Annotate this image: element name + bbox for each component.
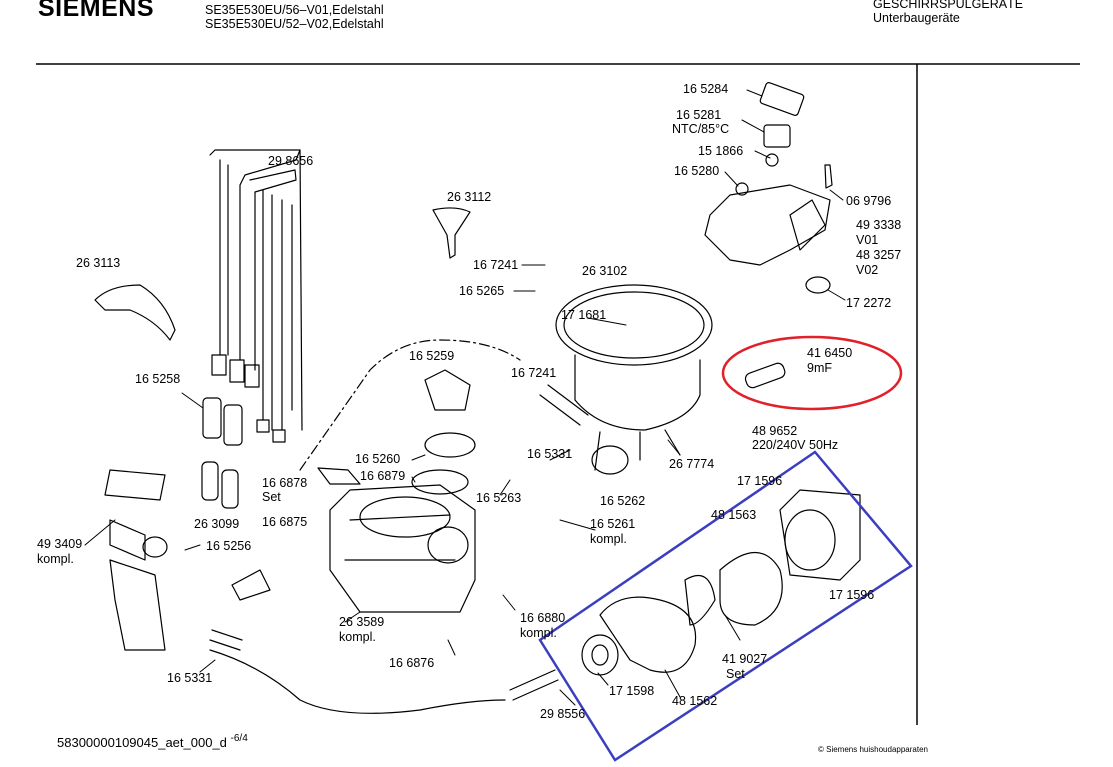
part-label: 220/240V 50Hz — [752, 438, 839, 452]
part-label: 29 8656 — [268, 154, 314, 168]
page-number: -6/4 — [230, 733, 248, 744]
part-label: 48 1563 — [711, 508, 757, 522]
tub-outline — [299, 339, 521, 471]
part-label: Set — [726, 667, 745, 681]
part-label: kompl. — [520, 626, 557, 640]
part-label: 16 5258 — [135, 372, 181, 386]
part-label: 16 6879 — [360, 469, 406, 483]
part-label: 06 9796 — [846, 194, 892, 208]
category: GESCHIRRSPÜLGERÄTE Unterbaugeräte — [873, 0, 1023, 25]
part-label: 26 3112 — [447, 190, 492, 204]
part-label: 17 1596 — [737, 474, 783, 488]
part-label: 16 7241 — [511, 366, 557, 380]
part-label: 16 7241 — [473, 258, 519, 272]
part-label: V01 — [856, 233, 879, 247]
part-label: 16 6876 — [389, 656, 435, 670]
brand-logo: SIEMENS — [38, 0, 155, 22]
cover-263113-shape — [94, 284, 176, 341]
filter-parts-shape — [329, 369, 476, 613]
part-label: 16 5284 — [683, 82, 729, 96]
capacitor-shape — [744, 362, 786, 389]
part-label: 48 1562 — [672, 694, 718, 708]
left-parts-shape — [104, 397, 361, 651]
copyright: © Siemens huishoudapparaten — [818, 745, 928, 754]
category-line-2: Unterbaugeräte — [873, 11, 960, 25]
part-label: 16 6875 — [262, 515, 308, 529]
part-label: 16 6878 — [262, 476, 308, 490]
part-label: 16 5263 — [476, 491, 522, 505]
document-code-text: 58300000109045_aet_000_d — [57, 735, 227, 750]
leader-lines — [84, 89, 846, 706]
part-label: 17 1681 — [561, 308, 607, 322]
part-label: 16 5261 — [590, 517, 636, 531]
part-label: 49 3409 — [37, 537, 83, 551]
category-line-1: GESCHIRRSPÜLGERÄTE — [873, 0, 1024, 11]
part-label: 17 2272 — [846, 296, 892, 310]
pipe-assembly-shape — [209, 149, 303, 443]
part-label: 26 7774 — [669, 457, 715, 471]
part-label: 29 8556 — [540, 707, 586, 721]
model-list: SE35E530EU/56–V01,Edelstahl SE35E530EU/5… — [205, 3, 384, 31]
model-line-1: SE35E530EU/56–V01,Edelstahl — [205, 3, 384, 17]
part-label: 16 5331 — [167, 671, 213, 685]
model-line-2: SE35E530EU/52–V02,Edelstahl — [205, 17, 384, 31]
part-label: 16 5262 — [600, 494, 646, 508]
part-label: 15 1866 — [698, 144, 744, 158]
part-label: 9mF — [807, 361, 832, 375]
part-label: kompl. — [590, 532, 627, 546]
funnel-shape — [432, 207, 471, 259]
part-label: 48 3257 — [856, 248, 902, 262]
part-label: 17 1596 — [829, 588, 875, 602]
part-label: 16 5265 — [459, 284, 505, 298]
pump-motor-shape — [581, 489, 861, 676]
red-highlight-ellipse — [721, 335, 903, 411]
part-label: 41 6450 — [807, 346, 853, 360]
part-label: 16 5280 — [674, 164, 720, 178]
part-label: V02 — [856, 263, 879, 277]
part-label: Set — [262, 490, 281, 504]
part-label: 48 9652 — [752, 424, 798, 438]
part-label: 16 5259 — [409, 349, 455, 363]
part-label: 16 5281 — [676, 108, 722, 122]
blue-highlight-box — [538, 450, 913, 762]
part-label: 26 3099 — [194, 517, 240, 531]
part-label: 17 1598 — [609, 684, 655, 698]
part-label: NTC/85°C — [672, 122, 730, 136]
hose-shapes — [209, 384, 589, 714]
part-label: 26 3102 — [582, 264, 628, 278]
part-label: 16 5331 — [527, 447, 573, 461]
part-label: 41 9027 — [722, 652, 768, 666]
part-label: 26 3113 — [76, 256, 121, 270]
part-label: 16 5256 — [206, 539, 252, 553]
valve-assembly-shape — [704, 82, 833, 294]
sump-shape — [555, 284, 713, 475]
part-label: 16 5260 — [355, 452, 401, 466]
part-label: kompl. — [339, 630, 376, 644]
document-code: 58300000109045_aet_000_d -6/4 — [57, 733, 248, 750]
part-label: 49 3338 — [856, 218, 902, 232]
part-label: 26 3589 — [339, 615, 385, 629]
part-label: 16 6880 — [520, 611, 566, 625]
part-label: kompl. — [37, 552, 74, 566]
